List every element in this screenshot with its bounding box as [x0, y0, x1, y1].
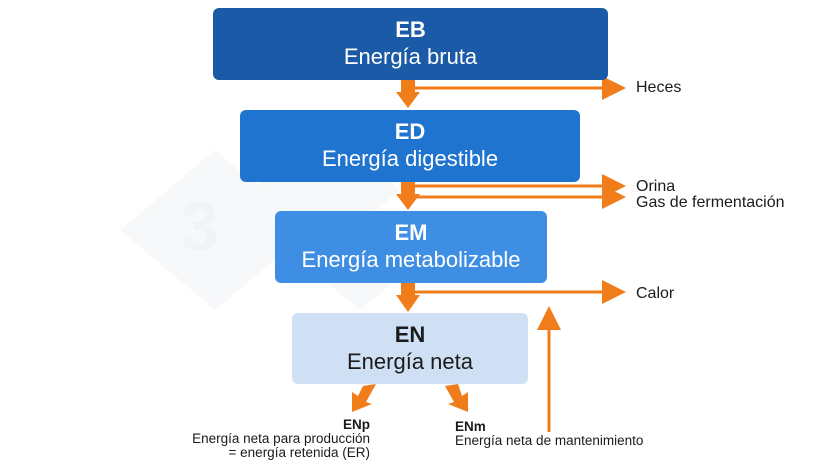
- enm-line1: Energía neta de mantenimiento: [455, 433, 644, 448]
- box-name: Energía bruta: [343, 44, 478, 69]
- label-calor: Calor: [636, 285, 675, 302]
- box-energia-bruta: EB Energía bruta: [213, 8, 608, 80]
- box-name: Energía digestible: [321, 146, 499, 171]
- enp-line2: = energía retenida (ER): [228, 445, 370, 460]
- arrow-en-enp: [352, 384, 376, 412]
- arrow-em-en: [396, 283, 420, 312]
- box-energia-metabolizable: EM Energía metabolizable: [275, 211, 547, 283]
- box-abbr: EB: [395, 17, 426, 42]
- box-abbr: EM: [394, 220, 428, 245]
- box-energia-neta: EN Energía neta: [292, 313, 528, 384]
- box-energia-digestible: ED Energía digestible: [240, 110, 580, 182]
- svg-text:3: 3: [180, 187, 219, 265]
- enp-abbr: ENp: [343, 417, 370, 432]
- box-name: Energía neta: [347, 348, 473, 374]
- enp-line1: Energía neta para producción: [192, 431, 370, 446]
- box-name: Energía metabolizable: [301, 247, 521, 272]
- label-gas-fermentacion: Gas de fermentación: [636, 194, 785, 211]
- label-heces: Heces: [636, 79, 682, 96]
- label-orina: Orina: [636, 178, 676, 195]
- enm-output: ENm Energía neta de mantenimiento: [455, 420, 643, 448]
- arrow-eb-ed: [396, 80, 420, 108]
- arrow-en-enm: [445, 384, 468, 412]
- enm-abbr: ENm: [455, 419, 486, 434]
- box-abbr: EN: [394, 321, 426, 347]
- box-abbr: ED: [394, 119, 426, 144]
- enp-output: ENp Energía neta para producción = energ…: [192, 418, 370, 460]
